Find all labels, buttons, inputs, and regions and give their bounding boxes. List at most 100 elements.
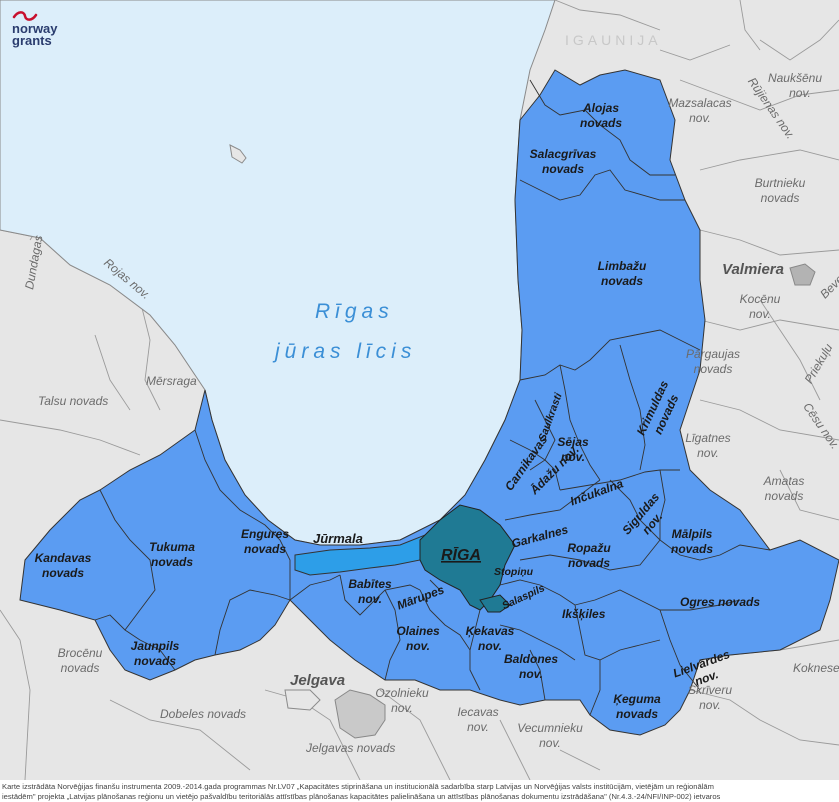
label-neighbors-ozolnieku-1: nov. (391, 701, 413, 715)
label-regions-sejas-1: nov. (561, 450, 585, 464)
label-regions-malpils-0: Mālpils (672, 527, 713, 541)
label-regions-ropazu-0: Ropažu (567, 541, 611, 555)
label-regions-ikskiles: Ikšķiles (562, 607, 606, 621)
ozolnieku-area (334, 689, 386, 739)
label-neighbors-dobeles: Dobeles novads (160, 707, 246, 721)
label-regions-engures-1: novads (244, 542, 286, 556)
country-label: IGAUNIJA (565, 32, 662, 48)
label-regions-keguma-0: Ķeguma (613, 692, 661, 706)
riga-city (419, 504, 516, 611)
label-regions-jaunpils-0: Jaunpils (131, 639, 180, 653)
sea-label-line2: jūras līcis (272, 340, 416, 363)
label-neighbors-iecavas-1: nov. (467, 720, 489, 734)
label-regions-baldones-0: Baldones (504, 652, 558, 666)
neighbor-borders (0, 0, 839, 780)
label-neighbors-kocenu-0: Kocēnu (740, 292, 781, 306)
label-regions-malpils-1: novads (671, 542, 713, 556)
riga-label: RĪGA (441, 545, 481, 564)
label-regions-stopinu: Stopiņu (494, 566, 534, 578)
label-regions-alojas-1: novads (580, 116, 622, 130)
municipality-borders (94, 79, 771, 716)
label-regions-salacgrivas-1: novads (542, 162, 584, 176)
label-regions-engures-0: Engures (241, 527, 289, 541)
label-neighbors-ozolnieku-0: Ozolnieku (375, 686, 429, 700)
label-neighbors-koknese: Koknese (793, 661, 839, 675)
label-regions-limbazu-0: Limbažu (598, 259, 647, 273)
jurmala-label: Jūrmala (313, 531, 363, 546)
label-neighbors-brocenu-1: novads (61, 661, 100, 675)
label-regions-olaines-1: nov. (406, 639, 430, 653)
map-credit-footer: Karte izstrādāta Norvēģijas finanšu inst… (0, 782, 839, 802)
label-neighbors-iecavas-0: Iecavas (457, 705, 498, 719)
norway-grants-symbol-icon (12, 11, 38, 21)
label-regions-tukuma-1: novads (151, 555, 193, 569)
jelgava-city (284, 689, 321, 711)
label-neighbors-jelgava: Jelgava (290, 672, 345, 689)
label-neighbors-pargaujas-1: novads (694, 362, 733, 376)
label-neighbors-burtnieku-0: Burtnieku (755, 176, 806, 190)
label-regions-jaunpils-1: novads (134, 654, 176, 668)
footer-line2: iestādēm" projekta „Latvijas plānošanas … (2, 792, 721, 801)
logo-line1: norway (12, 21, 58, 36)
island (229, 144, 247, 164)
label-regions-olaines-0: Olaines (396, 624, 440, 638)
footer-line1: Karte izstrādāta Norvēģijas finanšu inst… (2, 782, 714, 791)
label-neighbors-mazsalacas-1: nov. (689, 111, 711, 125)
label-regions-salacgrivas-0: Salacgrīvas (530, 147, 597, 161)
label-neighbors-mazsalacas-0: Mazsalacas (668, 96, 731, 110)
jurmala-area (294, 534, 426, 576)
label-regions-kandavas-0: Kandavas (35, 551, 92, 565)
label-neighbors-valmiera: Valmiera (722, 261, 784, 278)
label-neighbors-skriveru-1: nov. (699, 698, 721, 712)
label-regions-sejas-0: Sējas (557, 435, 589, 449)
label-neighbors-ligatnes-1: nov. (697, 446, 719, 460)
label-regions-baldones-1: nov. (519, 667, 543, 681)
label-neighbors-brocenu-0: Brocēnu (58, 646, 103, 660)
label-regions-ropazu-1: novads (568, 556, 610, 570)
label-regions-limbazu-1: novads (601, 274, 643, 288)
label-neighbors-skriveru-0: Skrīveru (688, 683, 732, 697)
label-neighbors-kocenu-1: nov. (749, 307, 771, 321)
label-neighbors-jelgavas: Jelgavas novads (305, 741, 395, 755)
label-regions-babites-1: nov. (358, 592, 382, 606)
label-regions-ogres: Ogres novads (680, 595, 760, 609)
valmiera-city (789, 263, 816, 286)
label-neighbors-pargaujas-0: Pārgaujas (686, 347, 740, 361)
riga-planning-region (19, 69, 839, 736)
label-regions-keguma-1: novads (616, 707, 658, 721)
label-neighbors-nauksenu-1: nov. (789, 86, 811, 100)
label-neighbors-ligatnes-0: Līgatnes (685, 431, 730, 445)
label-neighbors-nauksenu-0: Naukšēnu (768, 71, 822, 85)
label-regions-babites-0: Babītes (348, 577, 392, 591)
label-neighbors-burtnieku-1: novads (761, 191, 800, 205)
label-regions-kekavas-1: nov. (478, 639, 502, 653)
